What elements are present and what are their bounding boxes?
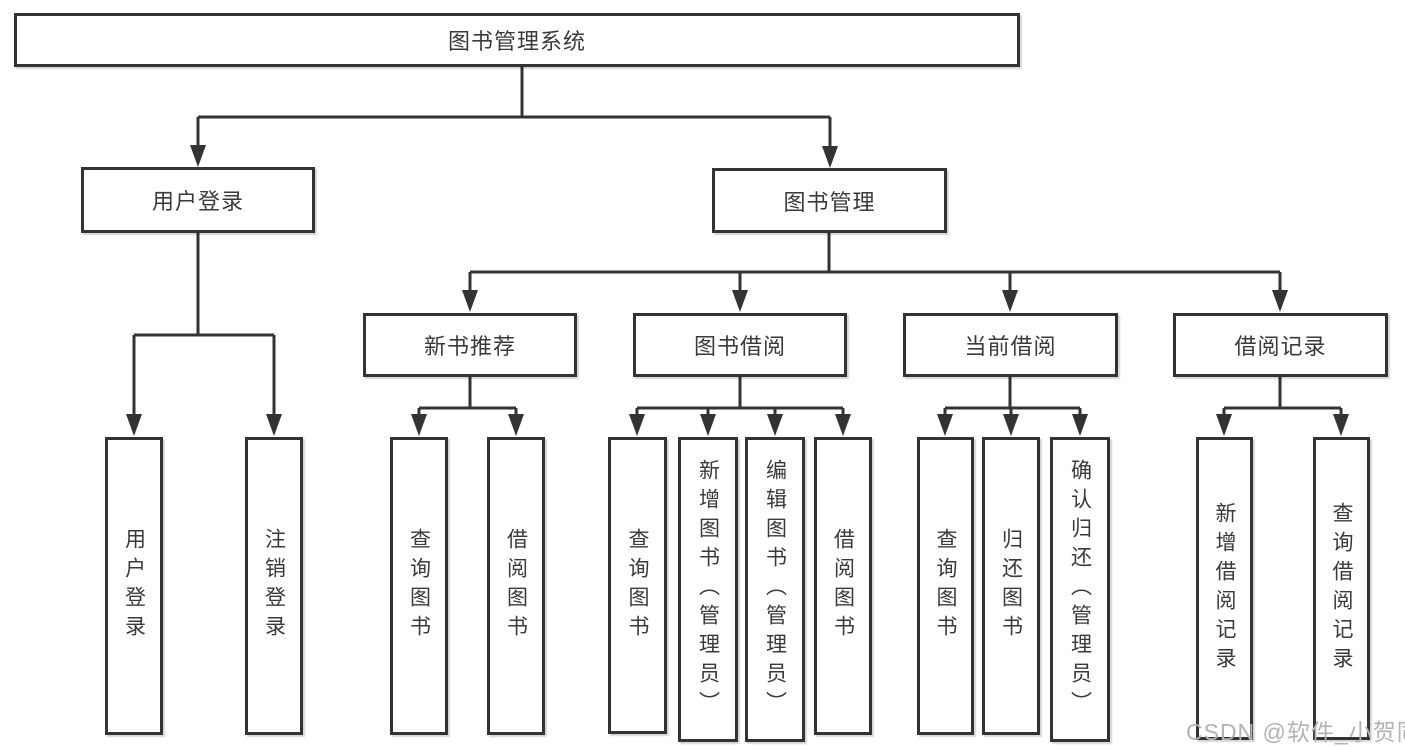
leaf-borrowing-borrow-books: 借阅图书 (814, 437, 872, 735)
watermark: CSDN @软件_小贺同学 (1186, 719, 1405, 745)
node-current-borrowing: 当前借阅 (903, 313, 1118, 377)
node-borrowing-records: 借阅记录 (1173, 313, 1388, 377)
connector-new-book-recommend-to-leaves (411, 377, 524, 436)
leaf-label: 归还图书 (999, 528, 1023, 644)
node-book-management: 图书管理 (712, 168, 947, 233)
leaf-label: 编辑图书（管理员） (763, 459, 787, 720)
connector-current-borrowing-to-leaves (937, 377, 1088, 436)
node-label: 图书借阅 (693, 334, 786, 359)
leaf-user-login: 用户登录 (105, 437, 163, 735)
leaf-borrowing-add-books-admin: 新增图书（管理员） (678, 437, 738, 742)
leaf-label: 借阅图书 (831, 528, 855, 644)
node-book-management-system: 图书管理系统 (14, 13, 1020, 67)
node-new-book-recommend: 新书推荐 (363, 313, 577, 377)
leaf-label: 新增借阅记录 (1213, 501, 1236, 676)
node-book-borrowing: 图书借阅 (633, 313, 847, 377)
leaf-borrowing-query-books: 查询图书 (608, 437, 667, 734)
node-label: 当前借阅 (964, 334, 1057, 359)
node-user-login: 用户登录 (81, 167, 315, 233)
leaf-label: 用户登录 (122, 528, 146, 644)
connector-root-to-level2 (190, 67, 838, 168)
leaf-borrowing-edit-books-admin: 编辑图书（管理员） (745, 437, 805, 742)
leaf-label: 确认归还（管理员） (1068, 459, 1092, 720)
leaf-label: 查询图书 (626, 527, 649, 644)
leaf-newbook-query-books: 查询图书 (390, 437, 448, 735)
leaf-records-query-borrow-record: 查询借阅记录 (1313, 437, 1370, 740)
connector-book-management-to-level3 (462, 233, 1288, 312)
connector-user-login-to-leaves (126, 233, 282, 436)
leaf-label: 查询借阅记录 (1330, 501, 1353, 676)
node-label: 图书管理 (783, 189, 876, 215)
leaf-label: 新增图书（管理员） (696, 459, 720, 720)
leaf-current-return-books: 归还图书 (982, 437, 1040, 735)
node-label: 图书管理系统 (447, 29, 586, 54)
leaf-current-query-books: 查询图书 (917, 437, 974, 735)
leaf-newbook-borrow-books: 借阅图书 (487, 437, 545, 735)
node-label: 用户登录 (151, 189, 244, 214)
connector-borrowing-records-to-leaves (1216, 377, 1349, 436)
leaf-label: 查询图书 (407, 528, 431, 644)
leaf-label: 借阅图书 (504, 528, 528, 644)
leaf-current-confirm-return-admin: 确认归还（管理员） (1050, 437, 1110, 742)
leaf-label: 查询图书 (934, 528, 957, 644)
leaf-label: 注销登录 (262, 528, 286, 644)
node-label: 借阅记录 (1234, 334, 1327, 359)
connector-book-borrowing-to-leaves (629, 377, 851, 436)
leaf-records-add-borrow-record: 新增借阅记录 (1196, 437, 1253, 740)
node-label: 新书推荐 (423, 334, 516, 359)
leaf-logout-login: 注销登录 (245, 437, 303, 735)
